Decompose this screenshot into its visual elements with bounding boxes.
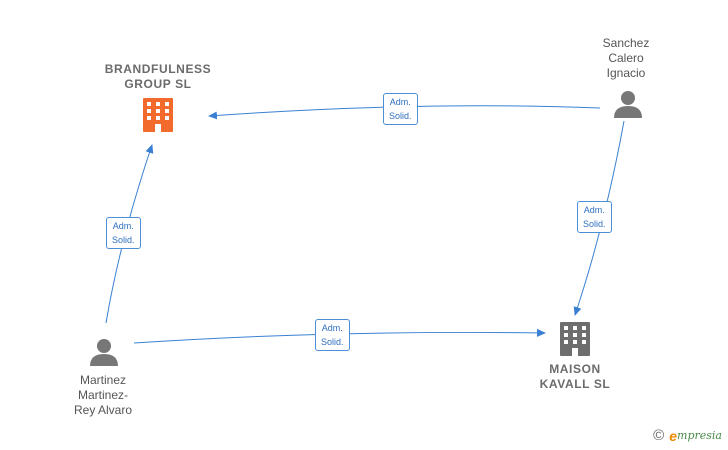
edge-label-line: Adm. [389,97,411,107]
person-icon[interactable] [614,91,642,118]
edge-label-line: Adm. [583,205,605,215]
person-label-martinez[interactable]: Martinez Martinez- Rey Alvaro [58,373,148,418]
edge-label-line: Solid. [583,219,606,229]
company-label-maison[interactable]: MAISON KAVALL SL [520,362,630,392]
building-icon[interactable] [143,98,173,132]
label-line: Sanchez [602,36,650,50]
building-icon[interactable] [560,322,590,356]
label-line: KAVALL SL [539,377,611,391]
company-label-brandfulness[interactable]: BRANDFULNESS GROUP SL [96,62,220,92]
edge-label-martinez-brandfulness[interactable]: Adm. Solid. [106,217,141,249]
person-label-sanchez[interactable]: Sanchez Calero Ignacio [586,36,666,81]
label-line: GROUP SL [124,77,192,91]
brand-footer: © e mpresia [653,427,722,444]
edge-label-sanchez-brandfulness[interactable]: Adm. Solid. [383,93,418,125]
label-line: Calero [608,51,644,65]
edge-label-line: Solid. [389,111,412,121]
person-icon[interactable] [90,339,118,366]
brand-logo-initial: e [669,427,678,444]
brand-logo-text: mpresia [677,429,722,442]
edge-label-line: Solid. [112,235,135,245]
label-line: Martinez [79,373,126,387]
label-line: Martinez- [77,388,128,402]
edge-label-line: Solid. [321,337,344,347]
copyright-symbol: © [653,427,665,444]
edge-label-sanchez-maison[interactable]: Adm. Solid. [577,201,612,233]
edge-label-line: Adm. [321,323,343,333]
label-line: MAISON [549,362,601,376]
label-line: BRANDFULNESS [104,62,212,76]
label-line: Rey Alvaro [73,403,133,417]
edge-label-martinez-maison[interactable]: Adm. Solid. [315,319,350,351]
edge-label-line: Adm. [112,221,134,231]
label-line: Ignacio [606,66,646,80]
